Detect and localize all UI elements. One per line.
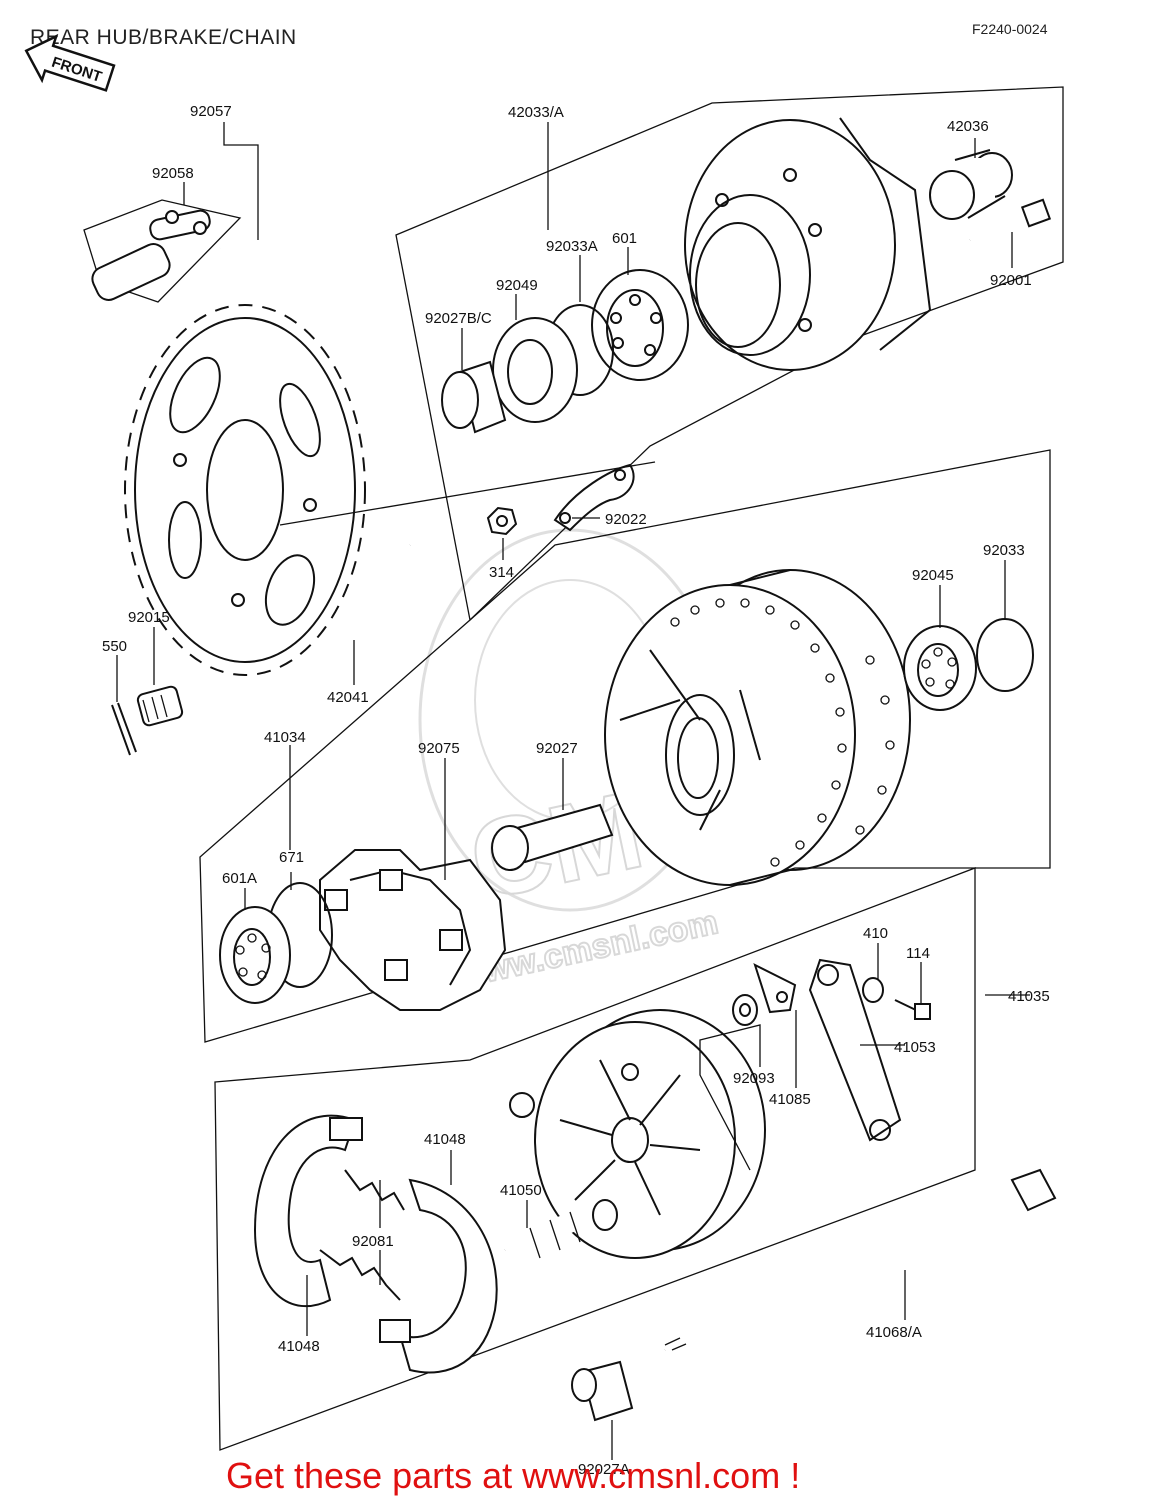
- label-410: 410: [863, 925, 888, 942]
- label-92027a: 92027A: [578, 1461, 630, 1478]
- label-92081: 92081: [352, 1233, 394, 1250]
- sprocket-nut: [136, 685, 184, 727]
- label-92015: 92015: [128, 609, 170, 626]
- lock-plate: [553, 463, 635, 532]
- brake-cam: [501, 1199, 618, 1260]
- nut-314: [486, 506, 518, 536]
- bearing-601: [591, 269, 689, 381]
- label-41048-bottom: 41048: [278, 1338, 320, 1355]
- master-link-plates: [83, 199, 242, 303]
- rear-axle: [661, 1168, 1057, 1358]
- washer-92093: [732, 994, 758, 1026]
- rear-sprocket: [124, 304, 366, 676]
- label-92057: 92057: [190, 103, 232, 120]
- wheel-hub: [604, 569, 911, 886]
- diagram-title: REAR HUB/BRAKE/CHAIN: [30, 26, 297, 49]
- label-601: 601: [612, 230, 637, 247]
- label-41035: 41035: [1008, 988, 1050, 1005]
- circlip-92033: [976, 618, 1034, 692]
- label-671: 671: [279, 849, 304, 866]
- wear-indicator: [753, 963, 797, 1014]
- label-114: 114: [906, 945, 930, 962]
- label-92033a: 92033A: [546, 238, 598, 255]
- label-42041: 42041: [327, 689, 369, 706]
- front-arrow-icon: FRONT: [24, 33, 116, 92]
- axis-line-top: [279, 461, 656, 526]
- collar-92027a: [571, 1360, 634, 1422]
- label-42036: 42036: [947, 118, 989, 135]
- cotter-pin: [111, 702, 137, 756]
- leader-lines: [116, 122, 1030, 1460]
- hub-damper: [319, 849, 507, 1011]
- label-42033: 42033/A: [508, 104, 564, 121]
- drive-chain: [219, 245, 417, 546]
- label-92022: 92022: [605, 511, 647, 528]
- label-92058: 92058: [152, 165, 194, 182]
- label-314: 314: [489, 564, 514, 581]
- panel-outlines: [199, 86, 1064, 1451]
- label-41053: 41053: [894, 1039, 936, 1056]
- label-92027bc: 92027B/C: [425, 310, 492, 327]
- get-parts-link[interactable]: Get these parts at www.cmsnl.com !: [226, 1455, 800, 1496]
- collar-92027bc: [441, 360, 507, 434]
- label-92033: 92033: [983, 542, 1025, 559]
- washer-410: [862, 977, 884, 1003]
- hub-spoke-holes: [670, 598, 895, 867]
- figure-code: F2240-0024: [972, 21, 1048, 37]
- label-41034: 41034: [264, 729, 306, 746]
- label-550: 550: [102, 638, 127, 655]
- bolt: [969, 198, 1052, 242]
- label-92049: 92049: [496, 277, 538, 294]
- bolt-114: [894, 999, 931, 1020]
- label-92045: 92045: [912, 567, 954, 584]
- sprocket-carrier-hub: [684, 117, 932, 371]
- label-41048-top: 41048: [424, 1131, 466, 1148]
- brake-lever: [808, 958, 902, 1142]
- brake-springs: [319, 1169, 405, 1301]
- bearing-601a: [219, 906, 291, 1004]
- oil-seal: [492, 317, 578, 423]
- bearing-92045: [903, 625, 977, 711]
- label-92093: 92093: [733, 1070, 775, 1087]
- part-labels: 92057 92058 42033/A 42036 601 92033A 920…: [102, 103, 1050, 1478]
- brake-shoe-left: [253, 1114, 363, 1308]
- label-41068: 41068/A: [866, 1324, 922, 1341]
- label-41050: 41050: [500, 1182, 542, 1199]
- label-601a: 601A: [222, 870, 257, 887]
- label-41085: 41085: [769, 1091, 811, 1108]
- collar: [929, 149, 1013, 220]
- collar-92027: [491, 803, 614, 871]
- label-92001: 92001: [990, 272, 1032, 289]
- label-92027: 92027: [536, 740, 578, 757]
- brake-shoe-right: [379, 1178, 498, 1374]
- label-92075: 92075: [418, 740, 460, 757]
- brake-panel: [509, 1009, 766, 1259]
